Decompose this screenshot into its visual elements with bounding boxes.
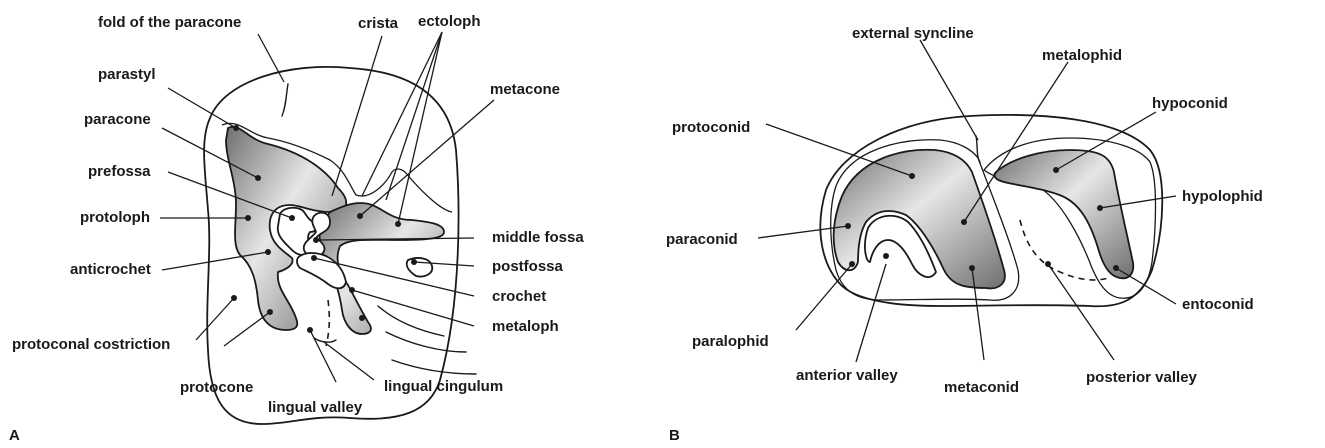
label-lingual-cingulum: lingual cingulum: [384, 378, 503, 395]
label-paracone: paracone: [84, 111, 151, 128]
lower-molar-drawing: [820, 115, 1162, 306]
label-paraconid: paraconid: [666, 231, 738, 248]
panel-letter-a: A: [9, 427, 20, 444]
label-anterior-valley: anterior valley: [796, 367, 898, 384]
label-ectoloph: ectoloph: [418, 13, 481, 30]
label-fold-of-the-paracone: fold of the paracone: [98, 14, 241, 31]
label-metaloph: metaloph: [492, 318, 559, 335]
label-metacone: metacone: [490, 81, 560, 98]
label-hypolophid: hypolophid: [1182, 188, 1263, 205]
label-metalophid: metalophid: [1042, 47, 1122, 64]
label-protocone: protocone: [180, 379, 253, 396]
label-protoloph: protoloph: [80, 209, 150, 226]
label-metaconid: metaconid: [944, 379, 1019, 396]
label-paralophid: paralophid: [692, 333, 769, 350]
label-crochet: crochet: [492, 288, 546, 305]
label-crista: crista: [358, 15, 399, 32]
label-anticrochet: anticrochet: [70, 261, 151, 278]
label-entoconid: entoconid: [1182, 296, 1254, 313]
label-middle-fossa: middle fossa: [492, 229, 584, 246]
label-posterior-valley: posterior valley: [1086, 369, 1198, 386]
label-lingual-valley: lingual valley: [268, 399, 363, 416]
label-postfossa: postfossa: [492, 258, 564, 275]
panel-letter-b: B: [669, 427, 680, 444]
label-parastyl: parastyl: [98, 66, 156, 83]
label-protoconal-costriction: protoconal costriction: [12, 336, 170, 353]
label-prefossa: prefossa: [88, 163, 151, 180]
label-protoconid: protoconid: [672, 119, 750, 136]
upper-molar-drawing: [204, 67, 476, 424]
label-hypoconid: hypoconid: [1152, 95, 1228, 112]
label-external-syncline: external syncline: [852, 25, 974, 42]
